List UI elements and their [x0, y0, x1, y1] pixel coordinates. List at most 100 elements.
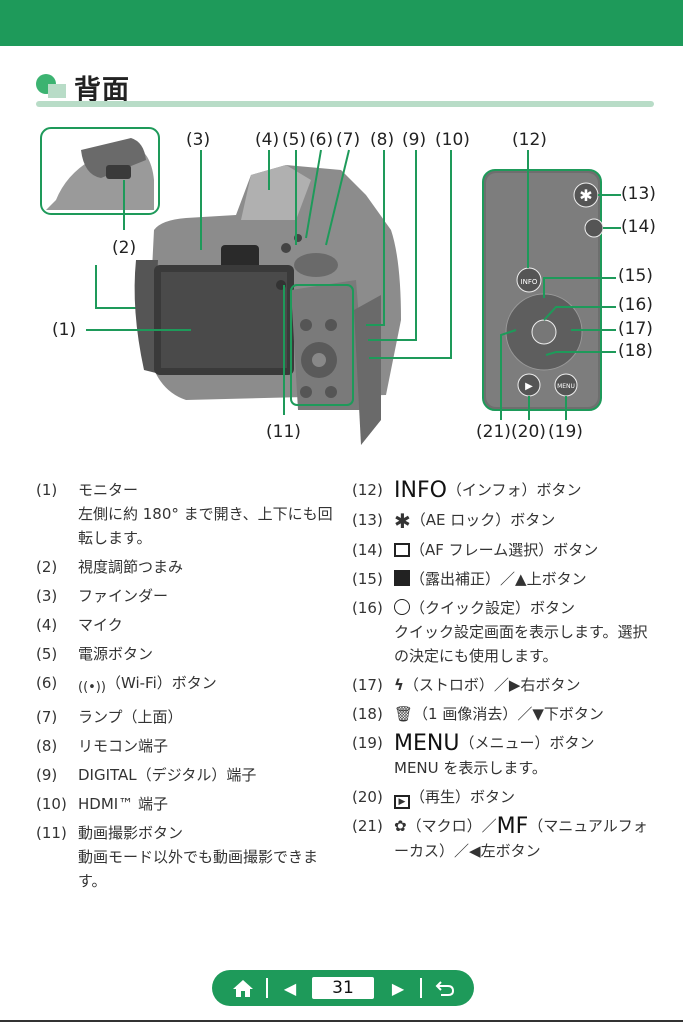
page-nav-bar: ◀ 31 ▶	[212, 970, 474, 1006]
list-item: (7) ランプ（上面）	[36, 705, 336, 729]
list-item: (9)DIGITAL（デジタル）端子	[36, 763, 336, 787]
item-text: マイク	[78, 616, 123, 634]
callout-2: (2)	[112, 238, 137, 258]
item-number: (4)	[36, 616, 58, 634]
nav-divider	[266, 978, 268, 998]
next-page-button[interactable]: ▶	[382, 970, 414, 1006]
down-arrow-icon: ▼	[532, 705, 544, 723]
callout-11: (11)	[266, 422, 301, 442]
item-number: (11)	[36, 824, 67, 842]
nav-divider	[420, 978, 422, 998]
item-text: ✱（AE ロック）ボタン	[394, 509, 556, 533]
item-number: (9)	[36, 766, 58, 784]
item-number: (15)	[352, 570, 383, 588]
prev-icon: ◀	[283, 978, 297, 998]
back-icon	[435, 981, 455, 996]
callout-6: (6)	[309, 130, 334, 150]
parts-list-right: (12)INFO（インフォ）ボタン (13)✱（AE ロック）ボタン (14)（…	[352, 478, 652, 868]
item-text: ファインダー	[78, 587, 169, 605]
callout-15: (15)	[618, 266, 653, 286]
item-number: (18)	[352, 705, 383, 723]
home-icon	[233, 980, 253, 997]
top-header-bar	[0, 0, 683, 46]
callout-10: (10)	[435, 130, 470, 150]
flash-icon: ϟ	[394, 676, 404, 694]
item-text: INFO（インフォ）ボタン	[394, 478, 582, 503]
callout-13: (13)	[621, 184, 656, 204]
list-item: (8) リモコン端子	[36, 734, 336, 758]
item-number: (21)	[352, 817, 383, 835]
af-frame-icon	[394, 543, 410, 557]
item-number: (20)	[352, 788, 383, 806]
camera-back-diagram: ✱ INFO ▶ MENU (3) (4) (5) (6) (7) (8) (9…	[36, 120, 656, 450]
callout-17: (17)	[618, 319, 653, 339]
wifi-icon: ((•))	[78, 680, 106, 695]
item-text: モニター左側に約 180° まで開き、上下にも回転します。	[78, 481, 333, 547]
info-label: INFO	[394, 478, 447, 503]
back-button[interactable]	[428, 970, 462, 1006]
item-number: (12)	[352, 481, 383, 499]
up-arrow-icon: ▲	[515, 570, 527, 588]
list-item: (17)ϟ（ストロボ）／▶右ボタン	[352, 673, 652, 697]
item-text: ((•))（Wi-Fi）ボタン	[78, 671, 336, 700]
exposure-comp-icon	[394, 570, 410, 586]
item-number: (10)	[36, 795, 67, 813]
callout-1: (1)	[52, 320, 77, 340]
item-text: ▶（再生）ボタン	[394, 785, 652, 809]
svg-text:INFO: INFO	[521, 278, 538, 286]
callout-14: (14)	[621, 217, 656, 237]
list-item: (21)✿（マクロ）／MF（マニュアルフォーカス）／◀左ボタン	[352, 814, 652, 863]
parts-list-left: (1)モニター左側に約 180° まで開き、上下にも回転します。 (2)視度調節…	[36, 478, 336, 898]
list-item: (3)ファインダー	[36, 584, 336, 608]
prev-page-button[interactable]: ◀	[274, 970, 306, 1006]
home-button[interactable]	[226, 970, 260, 1006]
item-text: リモコン端子	[78, 737, 169, 755]
item-number: (13)	[352, 511, 383, 529]
callout-9: (9)	[402, 130, 427, 150]
play-icon: ▶	[394, 795, 410, 809]
title-underline	[36, 101, 654, 107]
item-number: (16)	[352, 599, 383, 617]
callout-8: (8)	[370, 130, 395, 150]
item-number: (17)	[352, 676, 383, 694]
item-number: (6)	[36, 674, 58, 692]
callout-4: (4)	[255, 130, 280, 150]
item-number: (7)	[36, 708, 58, 726]
item-number: (14)	[352, 541, 383, 559]
macro-icon: ✿	[394, 817, 407, 835]
mf-label: MF	[496, 814, 529, 839]
list-item: (15)（露出補正）／▲上ボタン	[352, 567, 652, 591]
item-number: (8)	[36, 737, 58, 755]
item-text: 電源ボタン	[78, 645, 154, 663]
title-bullet-accent	[48, 84, 66, 98]
item-text: ランプ（上面）	[78, 708, 183, 726]
list-item: (16) （クイック設定）ボタンクイック設定画面を表示します。選択の決定にも使用し…	[352, 596, 652, 668]
svg-text:▶: ▶	[525, 381, 533, 392]
item-text: （クイック設定）ボタンクイック設定画面を表示します。選択の決定にも使用します。	[394, 599, 648, 665]
item-text: 視度調節つまみ	[78, 558, 184, 576]
callout-19: (19)	[548, 422, 583, 442]
callout-21: (21)	[476, 422, 511, 442]
list-item: (5) 電源ボタン	[36, 642, 336, 666]
item-text: 🗑（1 画像消去）／▼下ボタン	[394, 705, 604, 723]
list-item: (6) ((•))（Wi-Fi）ボタン	[36, 671, 336, 700]
callout-16: (16)	[618, 295, 653, 315]
list-item: (10)HDMI™ 端子	[36, 792, 336, 816]
section-title: 背面	[36, 68, 654, 108]
quick-set-icon	[394, 599, 410, 615]
callout-3: (3)	[186, 130, 211, 150]
trash-icon: 🗑	[394, 705, 414, 723]
list-item: (13) ✱（AE ロック）ボタン	[352, 508, 652, 533]
list-item: (11)動画撮影ボタン動画モード以外でも動画撮影できます。	[36, 821, 336, 893]
right-arrow-icon: ▶	[508, 676, 521, 694]
list-item: (14)（AF フレーム選択）ボタン	[352, 538, 652, 562]
camera-illustration: ✱ INFO ▶ MENU	[40, 127, 621, 445]
callout-20: (20)	[511, 422, 546, 442]
left-arrow-icon: ◀	[469, 842, 481, 860]
item-number: (2)	[36, 558, 58, 576]
item-number: (5)	[36, 645, 58, 663]
svg-text:✱: ✱	[579, 186, 592, 205]
bottom-border	[0, 1020, 683, 1022]
